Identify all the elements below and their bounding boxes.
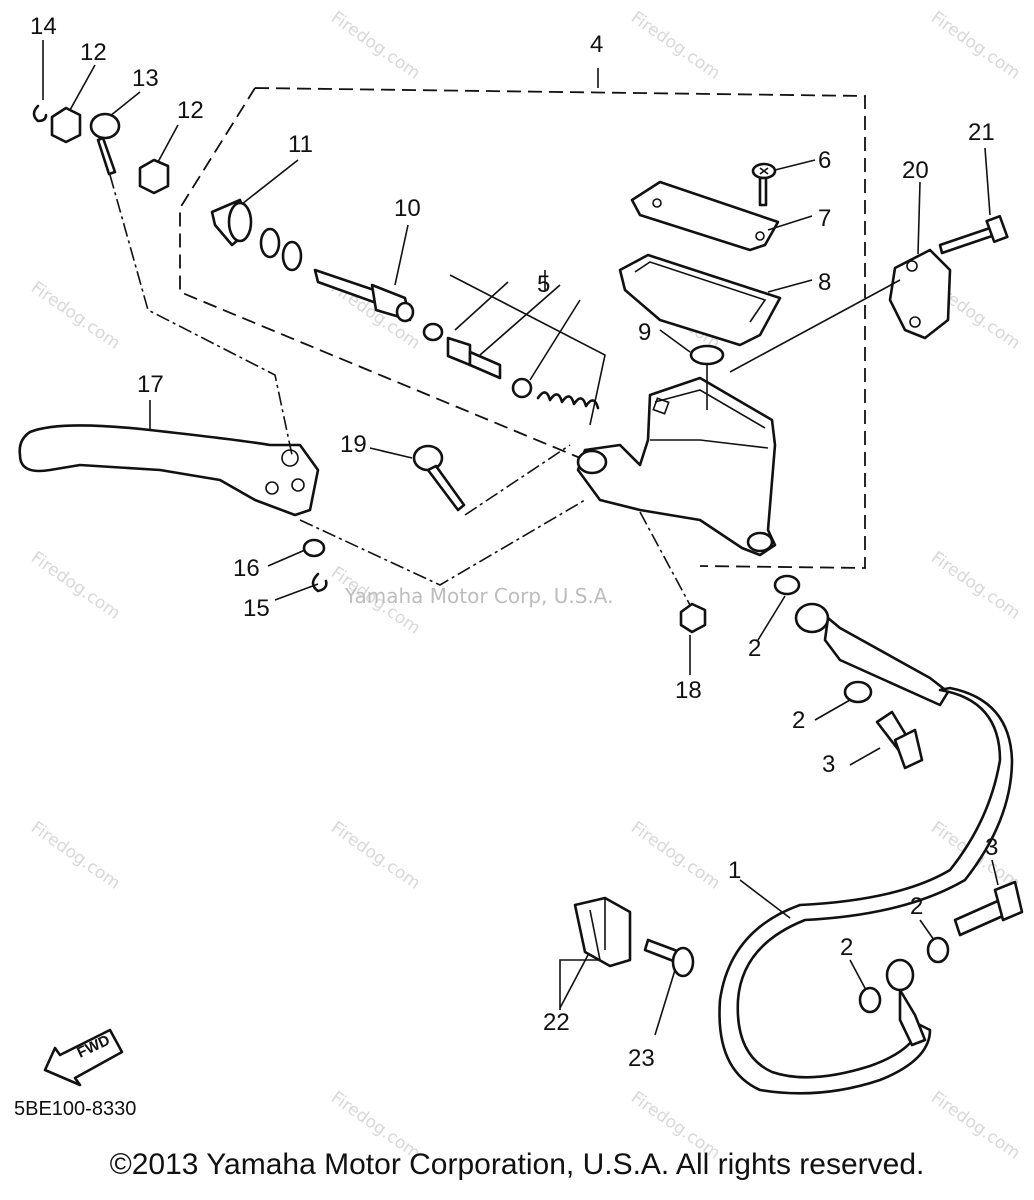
watermark: Firedog.com — [327, 8, 424, 84]
callout-16: 16 — [233, 555, 260, 582]
callout-3: 3 — [985, 834, 998, 861]
dust-boot — [210, 198, 303, 272]
callout-13: 13 — [132, 65, 159, 92]
callout-2: 2 — [792, 707, 805, 734]
watermark: Firedog.com — [27, 278, 124, 354]
copyright-notice: ©2013 Yamaha Motor Corporation, U.S.A. A… — [109, 1148, 925, 1181]
assembly-box-outline — [179, 87, 866, 569]
callout-20: 20 — [902, 157, 929, 184]
forward-arrow-icon: FWD — [43, 1028, 124, 1087]
callout-14: 14 — [30, 13, 57, 40]
watermark: Firedog.com — [927, 548, 1024, 624]
callout-7: 7 — [818, 205, 831, 232]
callout-15: 15 — [243, 595, 270, 622]
callout-4: 4 — [590, 31, 603, 58]
clutch-lever — [18, 424, 320, 517]
push-rod — [313, 268, 415, 323]
callout-2: 2 — [748, 635, 761, 662]
callout-17: 17 — [137, 371, 164, 398]
reservoir-cap — [630, 180, 780, 252]
callout-22: 22 — [543, 1009, 570, 1036]
diaphragm — [618, 253, 782, 347]
callout-12: 12 — [80, 39, 107, 66]
union-bolt — [953, 880, 1024, 937]
union-bolt — [875, 710, 924, 770]
callout-19: 19 — [340, 431, 367, 458]
callout-10: 10 — [394, 195, 421, 222]
lever-bolt — [412, 444, 466, 512]
holder-bracket — [888, 248, 952, 340]
clamp-bolt — [643, 938, 695, 978]
watermark: Firedog.com — [627, 8, 724, 84]
callout-6: 6 — [818, 147, 831, 174]
callout-12: 12 — [177, 97, 204, 124]
cap-screw — [751, 162, 777, 207]
adjuster-nut — [138, 158, 170, 195]
callout-8: 8 — [818, 269, 831, 296]
protector — [689, 344, 725, 366]
locknut — [50, 106, 82, 144]
circlip — [32, 104, 48, 123]
callout-21: 21 — [968, 119, 995, 146]
callout-9: 9 — [638, 319, 651, 346]
callout-2: 2 — [840, 934, 853, 961]
callout-23: 23 — [628, 1045, 655, 1072]
callout-11: 11 — [288, 131, 313, 158]
watermark: Firedog.com — [927, 8, 1024, 84]
callout-18: 18 — [675, 677, 702, 704]
callout-1: 1 — [728, 857, 741, 884]
callout-5: 5 — [537, 271, 550, 298]
callout-2: 2 — [910, 893, 923, 920]
copper-washer — [926, 936, 950, 964]
clutch-hose — [718, 602, 1014, 1095]
lever-nut — [679, 602, 707, 634]
washer — [302, 538, 326, 558]
master-cylinder-body — [576, 376, 777, 557]
piston-kit — [422, 274, 606, 426]
copper-washer — [843, 680, 873, 704]
yamaha-watermark: Yamaha Motor Corp, U.S.A. — [344, 584, 613, 608]
bracket-bolt — [938, 214, 1009, 255]
copper-washer — [858, 986, 882, 1014]
circlip — [311, 572, 328, 593]
watermark: Firedog.com — [27, 818, 124, 894]
watermark: Firedog.com — [327, 818, 424, 894]
watermark: Firedog.com — [27, 548, 124, 624]
copper-washer — [773, 574, 801, 596]
leader-lines — [42, 40, 999, 1036]
callout-labels: 1 2 2 2 2 3 3 4 5 6 7 8 9 10 11 12 12 13… — [30, 13, 998, 1072]
diagram-code: 5BE100-8330 — [14, 1098, 137, 1120]
pivot-bolt — [89, 112, 121, 176]
watermark: Firedog.com — [627, 818, 724, 894]
callout-3: 3 — [822, 751, 835, 778]
hose-clamp — [573, 896, 632, 968]
